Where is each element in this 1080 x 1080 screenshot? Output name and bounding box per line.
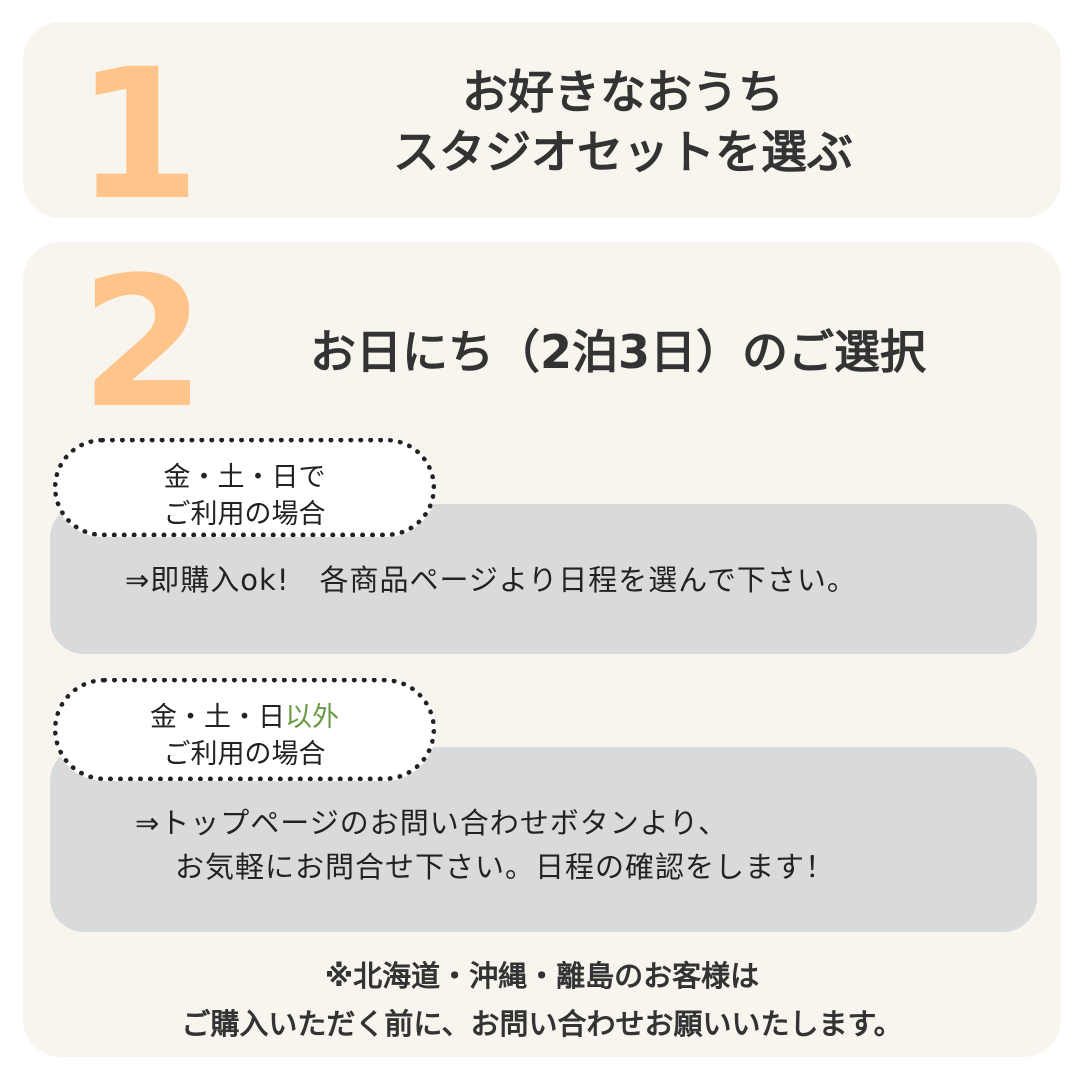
- option2-text-line2: お気軽にお問合せ下さい。日程の確認をします！: [175, 850, 836, 884]
- option1-bubble: 金・土・日で ご利用の場合: [53, 438, 436, 537]
- option2-bubble-prefix: 金・土・日: [150, 702, 285, 733]
- step1-card: 1 お好きなおうち スタジオセットを選ぶ: [23, 22, 1061, 226]
- option1-bubble-line2: ご利用の場合: [163, 499, 326, 530]
- step2-title: お日にち（2泊3日）のご選択: [309, 325, 926, 379]
- option1-bubble-line1: 金・土・日で: [163, 462, 326, 493]
- step2-card: 2 お日にち（2泊3日）のご選択 ⇒即購入ok! 各商品ページより日程を選んで下…: [23, 242, 1061, 1057]
- step2-number: 2: [80, 239, 206, 448]
- option2-bubble: 金・土・日以外 ご利用の場合: [53, 678, 436, 781]
- option1-box: ⇒即購入ok! 各商品ページより日程を選んで下さい。: [50, 504, 1037, 654]
- option2-bubble-line1: 金・土・日以外: [58, 699, 431, 736]
- step1-title: お好きなおうち スタジオセットを選ぶ: [273, 62, 973, 182]
- option2-bubble-highlight: 以外: [285, 702, 339, 733]
- step1-number: 1: [75, 31, 201, 240]
- option2-text-line1: ⇒トップページのお問い合わせボタンより、: [135, 806, 728, 840]
- regional-note: ※北海道・沖縄・離島のお客様は ご購入いただく前に、お問い合わせお願いいたします…: [23, 952, 1061, 1048]
- step1-title-line1: お好きなおうち: [462, 65, 784, 119]
- regional-note-line2: ご購入いただく前に、お問い合わせお願いいたします。: [181, 1007, 903, 1041]
- option2-bubble-line2: ご利用の場合: [163, 739, 326, 770]
- step1-title-line2: スタジオセットを選ぶ: [393, 125, 853, 179]
- regional-note-line1: ※北海道・沖縄・離島のお客様は: [324, 959, 760, 993]
- option1-text: ⇒即購入ok! 各商品ページより日程を選んで下さい。: [125, 563, 857, 597]
